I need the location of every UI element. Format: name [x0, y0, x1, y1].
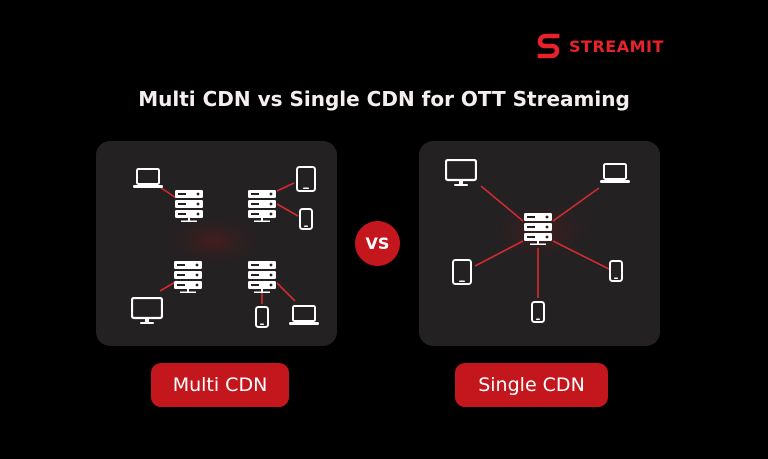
multi-cdn-label: Multi CDN — [151, 363, 289, 407]
single-cdn-label: Single CDN — [455, 363, 608, 407]
server-icon — [248, 261, 276, 293]
monitor-icon — [131, 297, 163, 325]
phone-icon — [255, 306, 269, 328]
server-icon — [174, 261, 202, 293]
phone-icon — [299, 208, 313, 230]
phone-icon — [531, 301, 545, 323]
monitor-icon — [445, 159, 477, 187]
tablet-icon — [452, 259, 472, 285]
single-cdn-diagram — [419, 141, 660, 346]
brand-name: STREAMIT — [569, 36, 664, 56]
server-icon — [175, 190, 203, 222]
laptop-icon — [289, 305, 319, 326]
streamit-s-logo-icon — [537, 33, 560, 59]
brand: STREAMIT — [537, 33, 664, 59]
laptop-icon — [133, 168, 163, 189]
tablet-icon — [296, 166, 316, 192]
connection-lines — [474, 185, 610, 298]
cloud-glow — [154, 211, 274, 271]
multi-cdn-diagram — [96, 141, 337, 346]
phone-icon — [609, 260, 623, 282]
page-title: Multi CDN vs Single CDN for OTT Streamin… — [138, 87, 630, 111]
server-icon — [248, 190, 276, 222]
vs-badge: VS — [355, 221, 400, 266]
laptop-icon — [600, 163, 630, 184]
server-icon — [524, 213, 552, 245]
